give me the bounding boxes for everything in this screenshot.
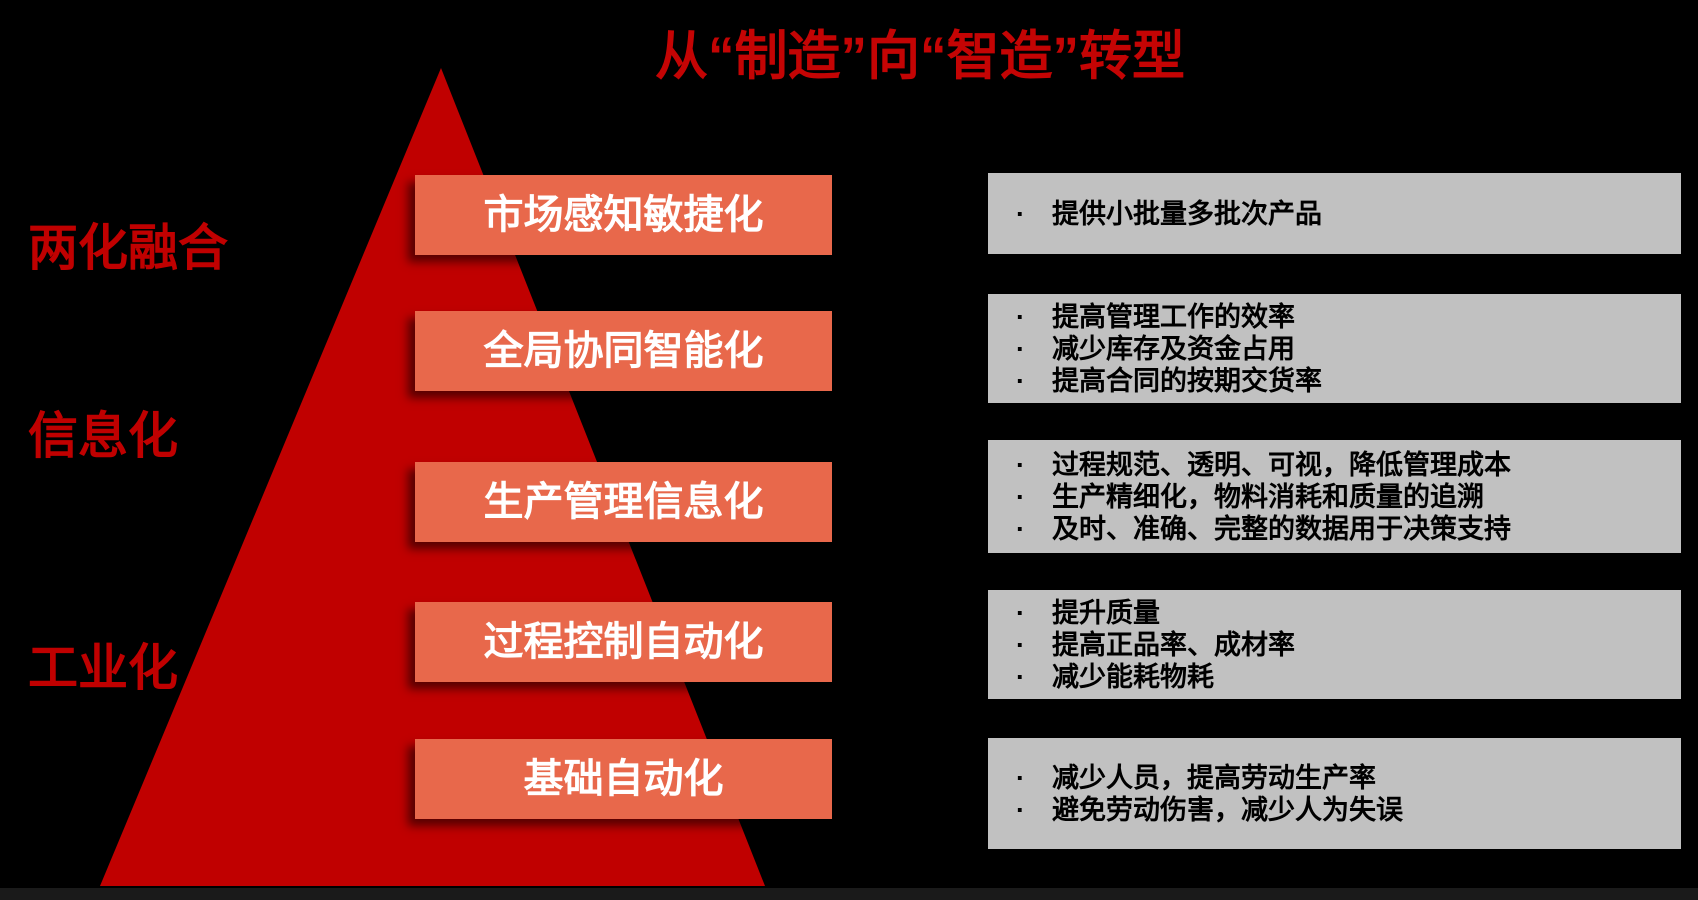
pyramid-level-bar-5: 基础自动化 bbox=[415, 739, 832, 819]
benefit-item: · 生产精细化，物料消耗和质量的追溯 bbox=[1006, 481, 1671, 513]
slide-title: 从“制造”向“智造”转型 bbox=[655, 27, 1185, 86]
benefit-text: 减少人员，提高劳动生产率 bbox=[1052, 762, 1376, 793]
bullet-icon: · bbox=[1016, 513, 1025, 544]
benefit-item: · 减少能耗物耗 bbox=[1006, 661, 1671, 693]
benefit-box-3: · 过程规范、透明、可视，降低管理成本 · 生产精细化，物料消耗和质量的追溯 ·… bbox=[988, 440, 1681, 553]
bullet-icon: · bbox=[1016, 198, 1025, 229]
bullet-icon: · bbox=[1016, 481, 1025, 512]
benefit-item: · 提升质量 bbox=[1006, 597, 1671, 629]
benefit-item: · 提高管理工作的效率 bbox=[1006, 301, 1671, 333]
pyramid-level-bar-1: 市场感知敏捷化 bbox=[415, 175, 832, 255]
benefit-text: 过程规范、透明、可视，降低管理成本 bbox=[1052, 449, 1511, 480]
benefit-list: · 提高管理工作的效率 · 减少库存及资金占用 · 提高合同的按期交货率 bbox=[1006, 301, 1671, 397]
benefit-text: 提升质量 bbox=[1052, 597, 1160, 628]
benefit-text: 减少库存及资金占用 bbox=[1052, 333, 1295, 364]
benefit-list: · 提供小批量多批次产品 bbox=[1006, 198, 1671, 230]
side-label-xinxihua: 信息化 bbox=[28, 408, 178, 464]
benefit-box-1: · 提供小批量多批次产品 bbox=[988, 173, 1681, 254]
benefit-text: 生产精细化，物料消耗和质量的追溯 bbox=[1052, 481, 1484, 512]
bullet-icon: · bbox=[1016, 661, 1025, 692]
benefit-text: 提供小批量多批次产品 bbox=[1052, 198, 1322, 229]
benefit-box-2: · 提高管理工作的效率 · 减少库存及资金占用 · 提高合同的按期交货率 bbox=[988, 294, 1681, 403]
pyramid-level-bar-2: 全局协同智能化 bbox=[415, 311, 832, 391]
bullet-icon: · bbox=[1016, 762, 1025, 793]
side-label-lianghua-ronghe: 两化融合 bbox=[28, 220, 228, 276]
benefit-item: · 提高正品率、成材率 bbox=[1006, 629, 1671, 661]
benefit-text: 避免劳动伤害，减少人为失误 bbox=[1052, 794, 1403, 825]
benefit-item: · 减少库存及资金占用 bbox=[1006, 333, 1671, 365]
benefit-text: 提高管理工作的效率 bbox=[1052, 301, 1295, 332]
benefit-text: 提高合同的按期交货率 bbox=[1052, 365, 1322, 396]
benefit-list: · 提升质量 · 提高正品率、成材率 · 减少能耗物耗 bbox=[1006, 597, 1671, 693]
side-label-gongyehua: 工业化 bbox=[28, 640, 178, 696]
bullet-icon: · bbox=[1016, 333, 1025, 364]
benefit-list: · 减少人员，提高劳动生产率 · 避免劳动伤害，减少人为失误 bbox=[1006, 762, 1671, 826]
benefit-text: 及时、准确、完整的数据用于决策支持 bbox=[1052, 513, 1511, 544]
bullet-icon: · bbox=[1016, 449, 1025, 480]
benefit-item: · 减少人员，提高劳动生产率 bbox=[1006, 762, 1671, 794]
bottom-edge-strip bbox=[0, 888, 1698, 900]
benefit-item: · 及时、准确、完整的数据用于决策支持 bbox=[1006, 513, 1671, 545]
bullet-icon: · bbox=[1016, 794, 1025, 825]
benefit-item: · 提供小批量多批次产品 bbox=[1006, 198, 1671, 230]
benefit-item: · 避免劳动伤害，减少人为失误 bbox=[1006, 794, 1671, 826]
pyramid-level-bar-3: 生产管理信息化 bbox=[415, 462, 832, 542]
benefit-text: 提高正品率、成材率 bbox=[1052, 629, 1295, 660]
benefit-box-4: · 提升质量 · 提高正品率、成材率 · 减少能耗物耗 bbox=[988, 590, 1681, 699]
benefit-box-5: · 减少人员，提高劳动生产率 · 避免劳动伤害，减少人为失误 bbox=[988, 738, 1681, 849]
pyramid-level-bar-4: 过程控制自动化 bbox=[415, 602, 832, 682]
bullet-icon: · bbox=[1016, 365, 1025, 396]
benefit-list: · 过程规范、透明、可视，降低管理成本 · 生产精细化，物料消耗和质量的追溯 ·… bbox=[1006, 449, 1671, 545]
benefit-item: · 过程规范、透明、可视，降低管理成本 bbox=[1006, 449, 1671, 481]
benefit-item: · 提高合同的按期交货率 bbox=[1006, 365, 1671, 397]
bullet-icon: · bbox=[1016, 629, 1025, 660]
bullet-icon: · bbox=[1016, 597, 1025, 628]
benefit-text: 减少能耗物耗 bbox=[1052, 661, 1214, 692]
bullet-icon: · bbox=[1016, 301, 1025, 332]
